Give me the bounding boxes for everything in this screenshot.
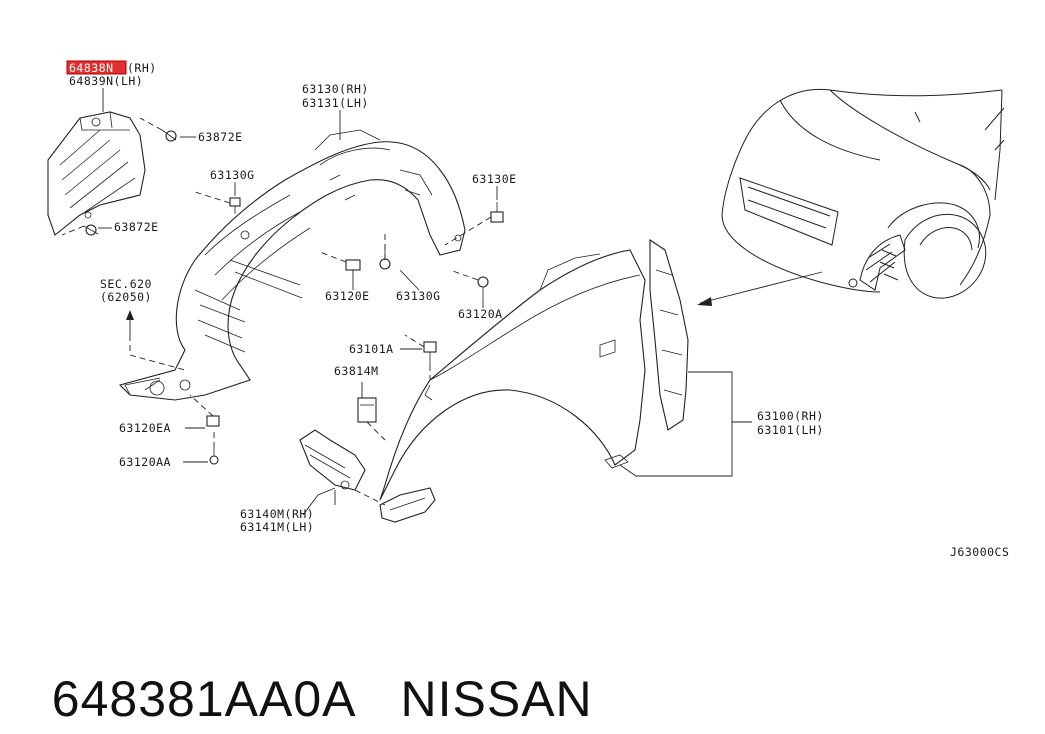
part-number: 648381AA0A bbox=[51, 671, 357, 727]
clip-icon-63872e-b bbox=[83, 224, 99, 236]
label-64838n: 64838N bbox=[69, 61, 114, 75]
part-labels: 64838N (RH) 64839N(LH) 63872E 63872E 631… bbox=[69, 61, 1009, 559]
label-63130-rh: 63130(RH) bbox=[302, 82, 369, 96]
footer-caption: 648381AA0A NISSAN bbox=[22, 594, 593, 727]
fastener-icons bbox=[83, 129, 504, 465]
label-63131-lh: 63131(LH) bbox=[302, 96, 369, 110]
bracket-part bbox=[299, 429, 366, 505]
label-63141m-lh: 63141M(LH) bbox=[240, 520, 314, 534]
label-sec620-ref: (62050) bbox=[100, 290, 152, 304]
label-63120a: 63120A bbox=[458, 307, 503, 321]
highlight-box bbox=[66, 60, 127, 75]
label-63100-rh: 63100(RH) bbox=[757, 409, 824, 423]
label-64838n-side: (RH) bbox=[127, 61, 157, 75]
clip-icon-63120a bbox=[477, 276, 489, 300]
label-63872e-a: 63872E bbox=[198, 130, 243, 144]
clip-63814m bbox=[357, 382, 377, 423]
bolt-icon-63101a bbox=[423, 341, 437, 365]
bolt-icon-63120aa bbox=[209, 448, 219, 465]
vehicle-sketch bbox=[721, 88, 1005, 299]
label-63130g-a: 63130G bbox=[210, 168, 255, 182]
fender-lower-bracket bbox=[379, 487, 436, 523]
pointer-arrow bbox=[697, 271, 823, 306]
label-63130e: 63130E bbox=[472, 172, 517, 186]
label-63101a: 63101A bbox=[349, 342, 394, 356]
clip-icon-63130e bbox=[490, 202, 504, 223]
clip-icon-63120ea bbox=[206, 415, 220, 427]
section-arrow bbox=[126, 310, 134, 335]
label-63120ea: 63120EA bbox=[119, 421, 171, 435]
splash-shield-part bbox=[47, 88, 146, 236]
label-sec620: SEC.620 bbox=[100, 277, 152, 291]
label-63140m-rh: 63140M(RH) bbox=[240, 507, 314, 521]
label-63120aa: 63120AA bbox=[119, 455, 171, 469]
label-63872e-b: 63872E bbox=[114, 220, 159, 234]
clip-icon-63872e-a bbox=[161, 129, 177, 142]
diagram-code: J63000CS bbox=[950, 545, 1009, 559]
clip-icon-63120e bbox=[345, 259, 361, 271]
fender-part bbox=[379, 238, 689, 501]
parts-diagram: 64838N (RH) 64839N(LH) 63872E 63872E 631… bbox=[47, 60, 1009, 559]
label-63814m: 63814M bbox=[334, 364, 379, 378]
fender-liner-part bbox=[118, 110, 466, 401]
label-63101-lh: 63101(LH) bbox=[757, 423, 824, 437]
brand-name: NISSAN bbox=[400, 671, 593, 727]
leader-lines bbox=[98, 136, 752, 516]
clip-icon-63130g-a bbox=[229, 197, 241, 214]
label-63120e: 63120E bbox=[325, 289, 370, 303]
label-63130g-b: 63130G bbox=[396, 289, 441, 303]
assembly-lines bbox=[61, 117, 492, 506]
label-64839n: 64839N(LH) bbox=[69, 74, 143, 88]
